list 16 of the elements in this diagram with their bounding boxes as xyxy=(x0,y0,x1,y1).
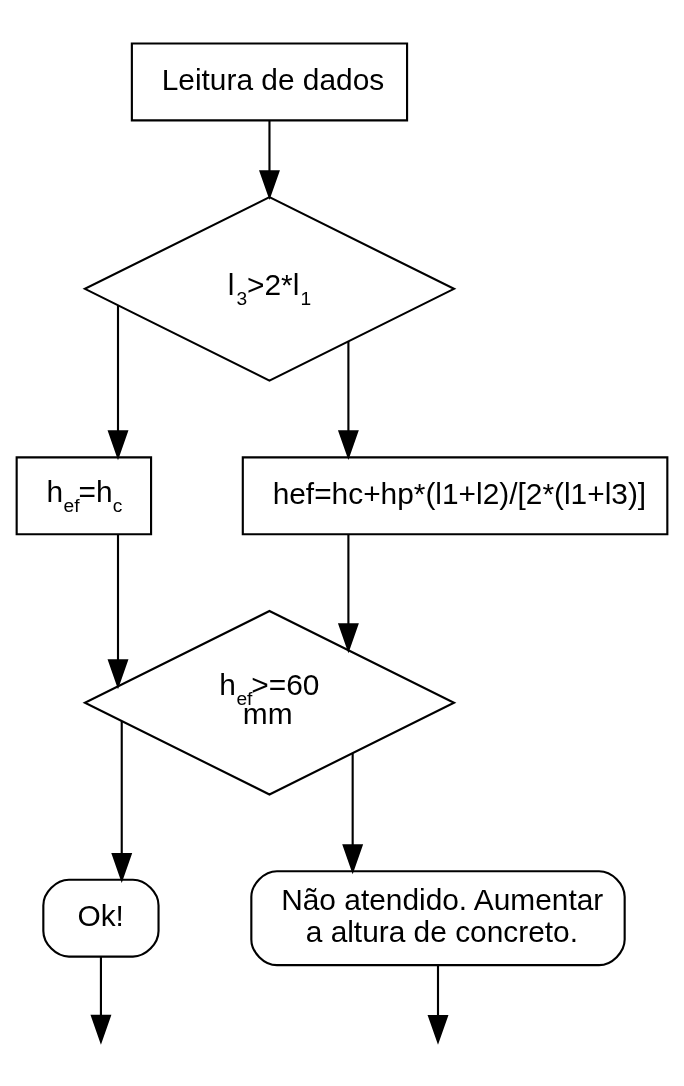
arrow xyxy=(90,956,112,1045)
node-box: Leitura de dados xyxy=(130,41,409,121)
arrow xyxy=(427,964,449,1045)
arrow xyxy=(337,534,359,653)
arrow xyxy=(337,341,359,460)
node-box: hef=hc+hp*(l1+l2)/[2*(l1+l3)] xyxy=(241,455,669,535)
arrow xyxy=(259,120,280,200)
arrow xyxy=(342,752,364,874)
node-box: Não atendido. Aumentar a altura de concreto. xyxy=(250,869,626,966)
node-box: h$_{ef}$=h$_{c}$ xyxy=(15,455,153,535)
node-box: Ok! xyxy=(42,878,160,958)
arrow xyxy=(107,534,129,689)
node-diamond: l$_{3}$>2*l$_{1}$ xyxy=(82,195,457,382)
arrow xyxy=(111,720,133,883)
node-diamond: h$_{ef}$>=60 mm xyxy=(82,609,457,796)
arrow xyxy=(107,305,129,460)
